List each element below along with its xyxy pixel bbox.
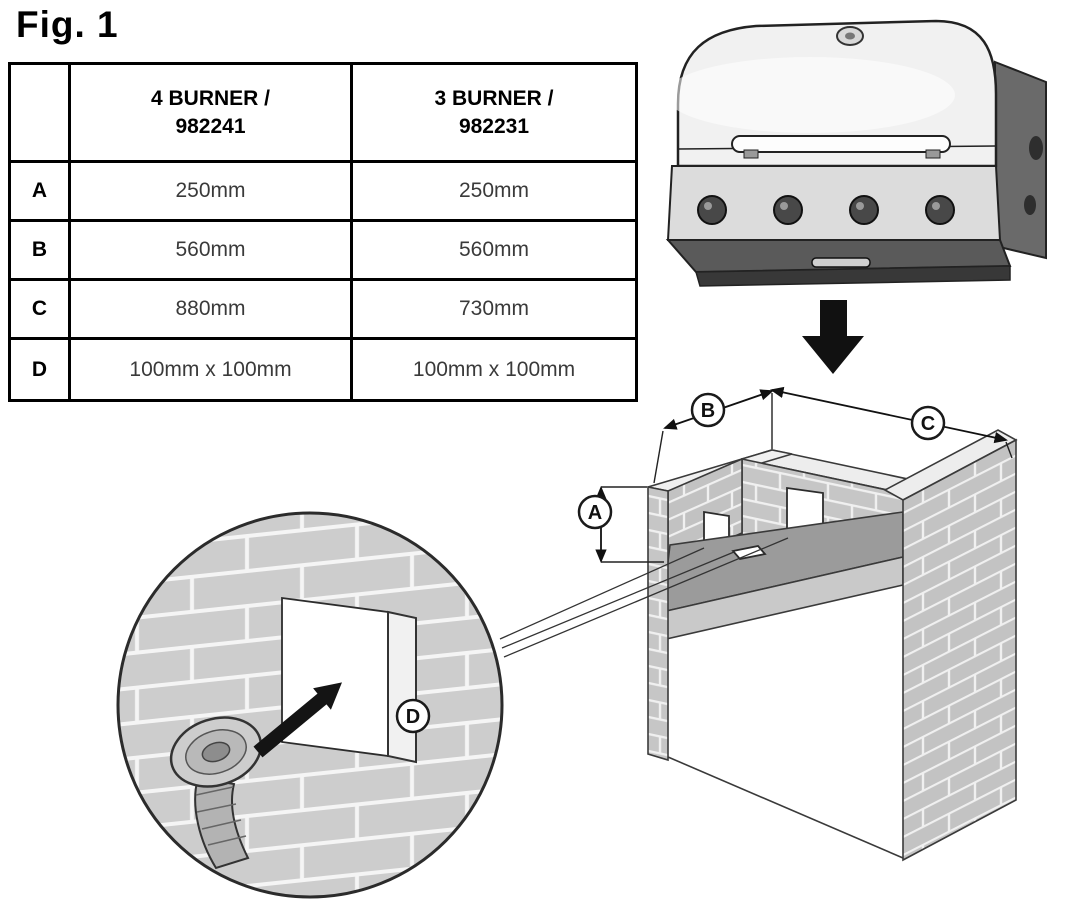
detail-view: D	[116, 511, 789, 899]
handle-bracket	[743, 149, 759, 159]
gauge-center	[845, 32, 855, 40]
row-label-c: C	[11, 281, 71, 340]
header-line1: 4 BURNER /	[150, 87, 271, 111]
left-wall-front-brick-face	[647, 486, 669, 762]
value-c-3burner: 730mm	[353, 281, 635, 340]
dimension-table: 4 BURNER / 982241 3 BURNER / 982231 A 25…	[8, 62, 638, 402]
handle-bracket	[925, 149, 941, 159]
dim-label-a: A	[588, 502, 602, 524]
dim-label-c: C	[921, 413, 935, 435]
knob-highlight	[704, 202, 712, 210]
table-header-3-burner: 3 BURNER / 982231	[353, 65, 635, 163]
extension-line	[1005, 441, 1013, 459]
grill-illustration	[665, 19, 1047, 287]
masonry-enclosure	[647, 429, 1018, 862]
dimension-c-arrow	[770, 386, 1008, 444]
grill-drawer-handle	[811, 257, 871, 268]
value-b-3burner: 560mm	[353, 222, 635, 281]
value-c-4burner: 880mm	[71, 281, 353, 340]
knob-highlight	[780, 202, 788, 210]
dimension-lines: B C A	[577, 386, 1013, 564]
dim-label-a-circle	[577, 494, 613, 530]
hose-direction-arrow	[253, 682, 342, 758]
grill-base-lip	[695, 265, 1011, 287]
right-wall-brick-face	[902, 438, 1017, 862]
dim-label-b: B	[701, 400, 715, 422]
grill-side-vent	[1024, 195, 1036, 215]
detail-leader-line	[503, 537, 789, 658]
table-header-4-burner: 4 BURNER / 982241	[71, 65, 353, 163]
drop-in-arrow	[802, 300, 864, 374]
gas-hose-corrugation	[195, 786, 247, 846]
dim-label-c-circle	[910, 405, 946, 441]
row-label-b: B	[11, 222, 71, 281]
knob-highlight	[856, 202, 864, 210]
control-knob	[773, 195, 803, 225]
dim-label-b-circle	[690, 392, 726, 428]
extension-line	[653, 430, 664, 484]
value-d-3burner: 100mm x 100mm	[353, 340, 635, 399]
detail-hole-face	[281, 596, 389, 758]
table-corner-cell	[11, 65, 71, 163]
header-line2: 982231	[458, 114, 530, 138]
countertop-cutout-hole	[731, 545, 767, 560]
dim-label-d-circle	[395, 698, 431, 734]
grill-side-panel	[994, 60, 1047, 260]
enclosure-floor-edge	[667, 756, 904, 859]
grill-lid-handle	[731, 135, 951, 153]
row-label-d: D	[11, 340, 71, 399]
grill-hood-sheen	[665, 57, 955, 133]
control-knob	[697, 195, 727, 225]
grill-knobs	[697, 195, 955, 225]
detail-leader-line	[499, 547, 705, 640]
figure-title: Fig. 1	[16, 4, 119, 45]
gas-inlet-flange	[169, 716, 263, 788]
dim-label-d: D	[406, 706, 420, 728]
grill-side-vent	[1029, 136, 1043, 160]
value-b-4burner: 560mm	[71, 222, 353, 281]
value-a-4burner: 250mm	[71, 163, 353, 222]
value-d-4burner: 100mm x 100mm	[71, 340, 353, 399]
flange-center	[201, 741, 231, 763]
detail-hole-return	[387, 610, 417, 764]
header-line1: 3 BURNER /	[434, 87, 554, 111]
detail-leader-line	[501, 551, 735, 649]
control-knob	[925, 195, 955, 225]
header-line2: 982241	[175, 114, 246, 138]
enclosure-interior	[662, 585, 903, 858]
knob-highlight	[932, 202, 940, 210]
value-a-3burner: 250mm	[353, 163, 635, 222]
row-label-a: A	[11, 163, 71, 222]
control-knob	[849, 195, 879, 225]
